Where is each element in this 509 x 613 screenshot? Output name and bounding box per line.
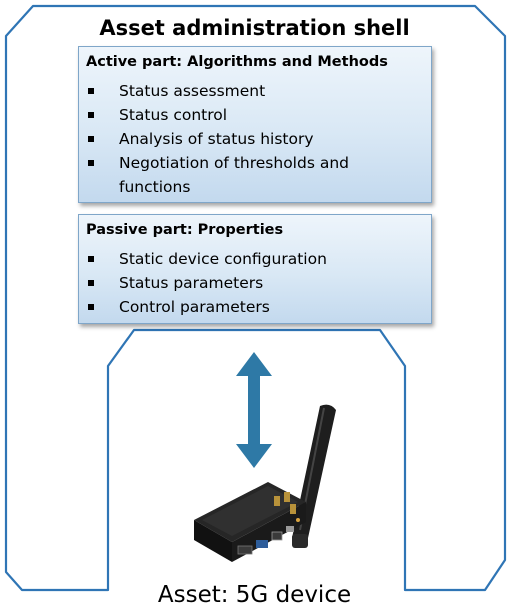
passive-part-title: Passive part: Properties (86, 222, 284, 238)
list-item: Static device configuration (79, 247, 419, 271)
list-item: Status assessment (79, 79, 419, 103)
active-part-title: Active part: Algorithms and Methods (86, 54, 388, 70)
asset-label: Asset: 5G device (157, 582, 352, 608)
passive-part-box: Passive part: Properties Static device c… (78, 214, 432, 324)
list-item: Control parameters (79, 295, 419, 319)
shell-title: Asset administration shell (99, 16, 410, 40)
active-part-box: Active part: Algorithms and Methods Stat… (78, 46, 432, 203)
antenna-icon (292, 404, 336, 548)
list-item: Analysis of status history (79, 127, 419, 151)
5g-device-image (194, 404, 336, 562)
passive-part-list: Static device configuration Status param… (79, 247, 419, 319)
list-item: Status parameters (79, 271, 419, 295)
list-item: Status control (79, 103, 419, 127)
double-arrow-icon (236, 352, 272, 468)
list-item: Negotiation of thresholds and functions (79, 151, 419, 199)
active-part-list: Status assessment Status control Analysi… (79, 79, 419, 199)
